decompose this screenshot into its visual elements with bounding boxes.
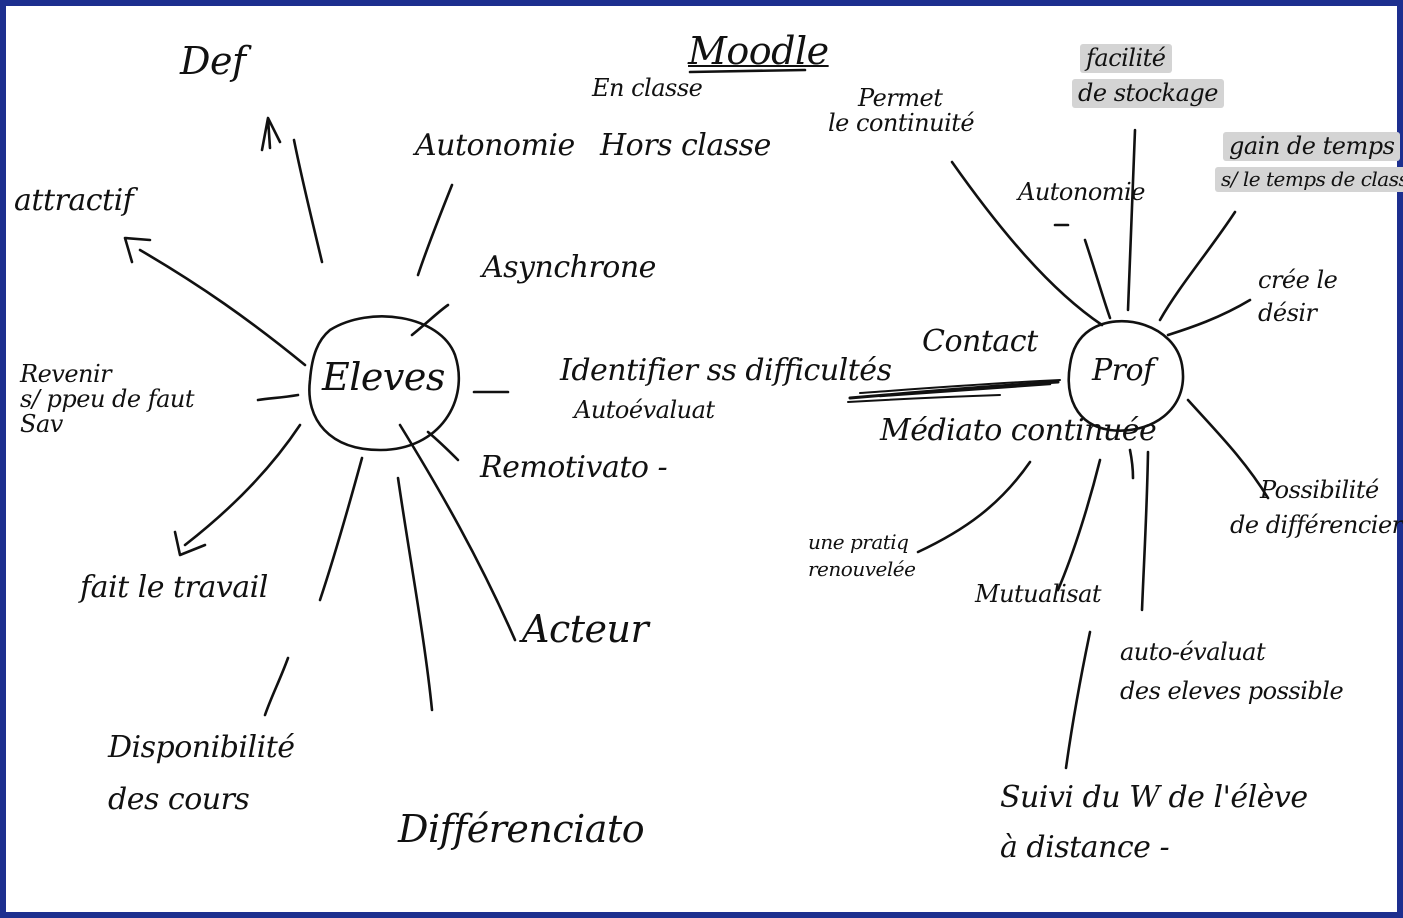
spoke-suivi <box>1064 630 1092 770</box>
spoke-auto-eval <box>1140 450 1150 612</box>
label-revenir-2: s/ ppeu de faut <box>20 385 195 414</box>
label-acteur: Acteur <box>522 607 649 651</box>
label-autoevaluation: Autoévaluat <box>574 396 715 424</box>
label-permet-1: Permet <box>858 84 943 112</box>
label-facilite-1: facilité <box>1080 44 1172 74</box>
center-prof: Prof <box>1092 353 1154 388</box>
connector-4 <box>847 394 1001 403</box>
label-hors-classe: Hors classe <box>600 128 771 163</box>
label-differenciation: Différenciato <box>398 807 645 851</box>
label-cree-2: désir <box>1258 299 1317 328</box>
label-pratique: une pratiq renouvelée <box>808 530 916 581</box>
label-fait-travail: fait le travail <box>80 570 268 605</box>
connector-3 <box>878 382 1052 398</box>
label-possibilite: Possibilité de différencier <box>1230 476 1403 540</box>
label-possibilite-2: de différencier <box>1230 511 1403 540</box>
spoke-acteur <box>398 423 517 642</box>
spoke-mutualisat <box>1056 458 1102 592</box>
label-en-classe: En classe <box>592 74 703 102</box>
arrow-def-head <box>260 116 282 152</box>
spoke-asynchrone <box>410 303 450 337</box>
spoke-facilite <box>1126 128 1137 312</box>
label-suivi-1: Suivi du W de l'élève <box>1000 780 1308 815</box>
spoke-mediation <box>1128 448 1135 480</box>
spoke-possibilite <box>1186 398 1270 500</box>
spoke-disponibilite-2 <box>263 656 290 717</box>
spoke-def <box>292 138 324 264</box>
arrow-attractif-head <box>123 236 152 264</box>
paper-sheet <box>6 6 1397 912</box>
label-gain: gain de temps s/ le temps de classe <box>1215 132 1403 193</box>
label-asynchrone: Asynchrone <box>482 250 656 285</box>
label-cree-1: crée le <box>1258 266 1338 294</box>
label-disponibilite-1: Disponibilité <box>108 730 295 765</box>
label-possibilite-1: Possibilité <box>1260 476 1379 504</box>
spoke-pratique <box>916 460 1032 554</box>
label-auto-eval-1: auto-évaluat <box>1120 638 1266 666</box>
label-mutualisat: Mutualisat <box>975 580 1102 608</box>
spoke-differenciation <box>396 476 434 712</box>
label-disponibilite-2: des cours <box>108 781 250 817</box>
label-revenir-1: Revenir <box>20 360 112 388</box>
label-def: Def <box>180 39 246 83</box>
label-gain-1: gain de temps <box>1223 132 1401 162</box>
spoke-permet <box>950 160 1104 327</box>
label-facilite-2: de stockage <box>1072 79 1224 109</box>
label-auto-eval-2: des eleves possible <box>1120 677 1344 706</box>
label-identifier: Identifier ss difficultés <box>560 353 892 388</box>
label-autonomie-r: Autonomie <box>1018 178 1145 206</box>
spoke-autonomie-r <box>1083 238 1112 320</box>
label-gain-2: s/ le temps de classe <box>1215 167 1403 193</box>
label-auto-eval: auto-évaluat des eleves possible <box>1120 638 1344 706</box>
label-remotivation: Remotivato - <box>480 450 668 485</box>
arrow-fait-head <box>173 530 207 557</box>
label-attractif: attractif <box>14 183 134 218</box>
spoke-remotivation <box>426 430 460 462</box>
label-autonomie: Autonomie <box>415 128 575 163</box>
spoke-autonomie <box>416 183 454 277</box>
label-mediation: Médiato continuée <box>880 413 1157 448</box>
spoke-fait <box>183 423 302 547</box>
diagram-title: Moodle <box>688 29 829 73</box>
spoke-attractif <box>138 248 307 367</box>
label-pratique-2: renouvelée <box>808 557 916 581</box>
center-eleves: Eleves <box>322 355 445 399</box>
spoke-revenir <box>256 393 300 402</box>
label-permet-2: le continuité <box>828 109 975 138</box>
label-suivi: Suivi du W de l'élève à distance - <box>1000 782 1308 863</box>
connector-1 <box>848 380 1060 400</box>
moodle-underline <box>688 68 807 74</box>
spoke-disponibilite <box>318 456 364 602</box>
label-contact: Contact <box>922 324 1038 359</box>
spoke-gain <box>1158 210 1237 322</box>
label-permet: Permet le continuité <box>828 84 975 138</box>
label-pratique-1: une pratiq <box>808 530 909 554</box>
prof-circle <box>1067 319 1185 432</box>
label-suivi-2: à distance - <box>1000 829 1170 865</box>
label-revenir: Revenir s/ ppeu de faut Sav <box>20 360 195 439</box>
spoke-cree <box>1166 298 1252 337</box>
label-revenir-3: Sav <box>20 410 63 439</box>
label-cree: crée le désir <box>1258 266 1338 328</box>
connector-2 <box>859 379 1061 394</box>
eleves-circle <box>308 315 461 452</box>
label-disponibilite: Disponibilité des cours <box>108 732 295 815</box>
label-facilite: facilité de stockage <box>1072 44 1224 109</box>
